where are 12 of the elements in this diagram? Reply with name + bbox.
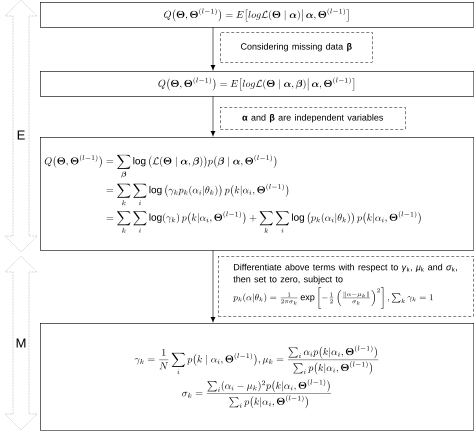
- arrow: [210, 96, 216, 136]
- formula-box: $\begin{gathered}\gamma_k=\frac{1}{N}\sum_{i}p\big(k\mid\alpha_i,\boldsymbol{\Theta}^{(l-1)}\big),\mu_k=\frac{\sum_i\alpha_i p\big(k|\alpha_i,\boldsymbol{\Theta}^{(l-1)}\big)}{\sum_i p\big(k|\alpha_i,\boldsymbol{\Theta}^{(l-1)}\big)}\\\sigma_k=\frac{\sum_i(\alpha_i-\mu_k)^2p\big(k|\alpha_i,\boldsymbol{\Theta}^{(l-1)}\big)}{\sum_i p\big(k|\alpha_i,\boldsymbol{\Theta}^{(l-1)}\big)}\end{gathered}$: [40, 323, 474, 431]
- formula-box: $Q\big(\boldsymbol{\Theta},\boldsymbol{\Theta}^{(l-1)}\big)=E\big[log\mathcal{L}(\boldsymbol{\Theta}\mid\boldsymbol{\alpha},\boldsymbol{\beta})\big|\,\boldsymbol{\alpha},\boldsymbol{\Theta}^{(l-1)}\big]$: [40, 71, 474, 97]
- formula-box: $Q\big(\boldsymbol{\Theta},\boldsymbol{\Theta}^{(l-1)}\big)=E\big[log\mathcal{L}(\boldsymbol{\Theta}\mid\boldsymbol{\alpha})\big|\,\boldsymbol{\alpha},\boldsymbol{\Theta}^{(l-1)}\big]$: [40, 2, 474, 28]
- note-box: Differentiate above terms with respect to γ$_{k}$, μ$_{k}$ and σ$_{k}$, then set to zero, subject to $p_k(\alpha|\theta_k)=\frac{1}{2\pi\sigma_k}\exp\left[-\frac{1}{2}\left(\frac{\|\alpha-\mu_k\|}{\sigma_k}\right)^{2}\right],\sum_k\gamma_k=1$: [218, 256, 474, 316]
- arrow: [210, 250, 216, 322]
- arrow: [210, 27, 216, 70]
- note-box: α and β are independent variables: [220, 107, 406, 130]
- step-label: M: [14, 338, 28, 348]
- step-label: E: [16, 130, 26, 140]
- note-box: Considering missing data β: [220, 32, 372, 62]
- formula-box: $\begin{aligned}Q\big(\boldsymbol{\Theta},\boldsymbol{\Theta}^{(l-1)}\big)&=\sum_{\boldsymbol{\beta}}\log\big(\mathcal{L}(\boldsymbol{\Theta}\mid\boldsymbol{\alpha},\boldsymbol{\beta})\big)p\big(\boldsymbol{\beta}\mid\boldsymbol{\alpha},\boldsymbol{\Theta}^{(l-1)}\big)\\&=\sum_{k}\sum_{i}\log\big(\gamma_k p_k(\alpha_i|\theta_k)\big)\,p\big(k|\alpha_i,\boldsymbol{\Theta}^{(l-1)}\big)\\&=\sum_{k}\sum_{i}\log(\gamma_k)\,p\big(k|\alpha_i,\boldsymbol{\Theta}^{(l-1)}\big)+\sum_{k}\sum_{i}\log\big(p_k(\alpha_i|\theta_k)\big)\,p\big(k|\alpha_i,\boldsymbol{\Theta}^{(l-1)}\big)\end{aligned}$: [40, 137, 474, 251]
